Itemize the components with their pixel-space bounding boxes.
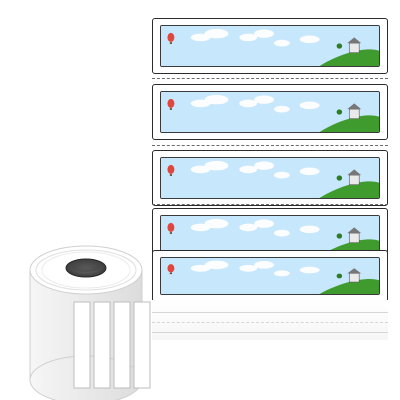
tail-line <box>152 322 388 323</box>
landscape-illustration <box>161 26 379 66</box>
perforation-line <box>152 204 388 205</box>
perforation-line <box>152 78 388 79</box>
label-strip-1 <box>152 18 388 74</box>
tail-line <box>152 312 388 313</box>
tail-line <box>152 332 388 333</box>
landscape-illustration <box>161 258 379 294</box>
landscape-illustration <box>161 92 379 132</box>
label-artwork <box>160 157 380 199</box>
landscape-illustration <box>161 158 379 198</box>
label-artwork <box>160 91 380 133</box>
label-artwork <box>160 257 380 295</box>
label-artwork <box>160 25 380 67</box>
roll-paper-tail <box>152 300 388 340</box>
perforation-line <box>152 145 388 146</box>
landscape-illustration <box>161 216 379 256</box>
label-strip-5 <box>152 250 388 302</box>
label-slots <box>73 301 151 389</box>
label-roll-illustration <box>29 245 151 400</box>
label-strip-2 <box>152 84 388 140</box>
label-strip-3 <box>152 150 388 206</box>
